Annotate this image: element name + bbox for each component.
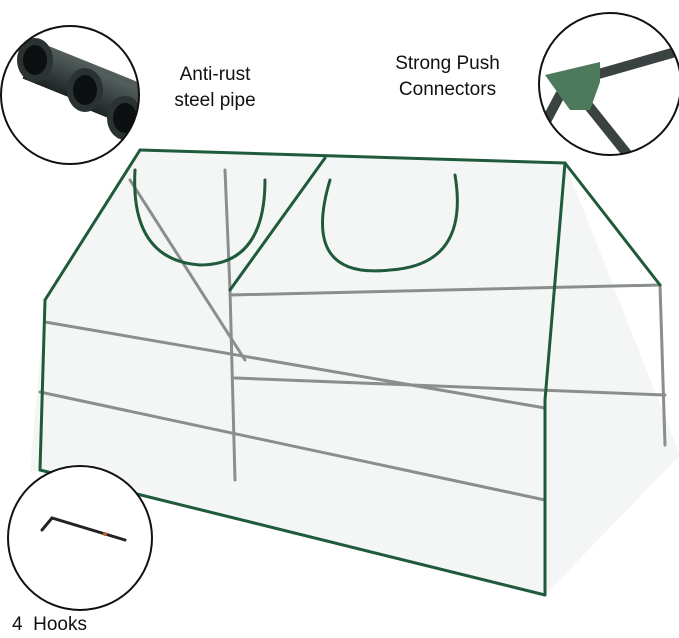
connectors-callout: Strong Push Connectors <box>380 51 515 103</box>
hook-inset <box>7 465 153 611</box>
pipe-callout-line1: Anti-rust <box>179 64 251 85</box>
steel-pipe-inset <box>0 25 140 165</box>
push-connector-inset <box>538 12 679 156</box>
pipe-callout-line2: steel pipe <box>174 90 256 111</box>
connectors-callout-line1: Strong Push <box>395 53 500 74</box>
hooks-callout: 4 Hooks <box>12 614 87 635</box>
pipe-callout: Anti-rust steel pipe <box>160 62 270 114</box>
connectors-callout-line2: Connectors <box>398 79 497 100</box>
greenhouse <box>30 148 679 597</box>
